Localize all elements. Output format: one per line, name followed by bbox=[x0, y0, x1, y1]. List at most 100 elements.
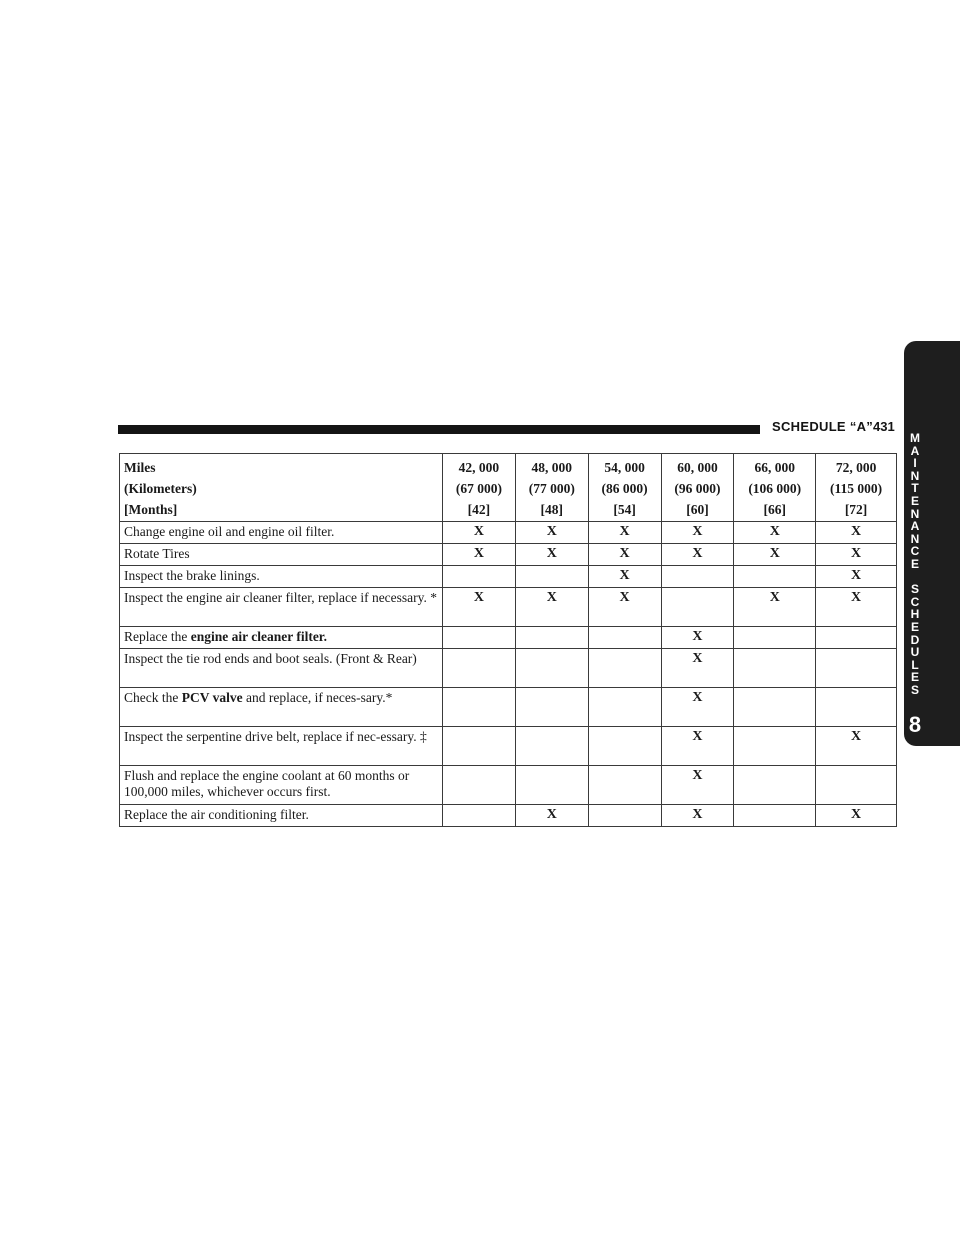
service-description: Rotate Tires bbox=[119, 543, 443, 566]
interval-kilometers: (115 000) bbox=[830, 481, 883, 496]
service-mark: X bbox=[660, 543, 735, 566]
service-description: Inspect the tie rod ends and boot seals.… bbox=[119, 648, 443, 688]
interval-column-header: 72, 000 (115 000) [72] bbox=[815, 453, 897, 522]
page-number: 431 bbox=[873, 419, 895, 434]
service-description: Flush and replace the engine coolant at … bbox=[119, 765, 443, 805]
section-tab-letter: A bbox=[910, 519, 920, 534]
interval-miles: 60, 000 bbox=[677, 460, 718, 475]
service-mark bbox=[587, 648, 662, 688]
service-mark: X bbox=[815, 587, 897, 627]
service-mark bbox=[815, 626, 897, 649]
table-row: Inspect the tie rod ends and boot seals.… bbox=[119, 648, 897, 688]
description-emphasis: PCV valve bbox=[181, 690, 243, 705]
service-mark bbox=[442, 648, 516, 688]
section-tab bbox=[904, 341, 960, 746]
service-mark bbox=[587, 804, 662, 827]
section-tab-letter: N bbox=[910, 468, 920, 483]
description-text: Replace the bbox=[124, 629, 191, 644]
service-mark: X bbox=[514, 521, 589, 544]
service-mark: X bbox=[815, 543, 897, 566]
section-tab-letter: N bbox=[910, 506, 920, 521]
table-header-row: Miles (Kilometers) [Months] 42, 000 (67 … bbox=[119, 453, 897, 522]
section-tab-letter: E bbox=[910, 556, 919, 571]
service-mark bbox=[514, 648, 589, 688]
section-tab-letter: E bbox=[910, 619, 919, 634]
section-tab-letter: I bbox=[913, 456, 917, 471]
interval-miles: 72, 000 bbox=[835, 460, 877, 475]
service-mark bbox=[815, 765, 897, 805]
service-mark bbox=[660, 587, 735, 627]
header-rule bbox=[118, 425, 760, 434]
service-mark: X bbox=[815, 521, 897, 544]
service-mark bbox=[733, 565, 817, 588]
service-mark: X bbox=[660, 804, 735, 827]
service-mark bbox=[587, 726, 662, 766]
service-mark bbox=[733, 765, 817, 805]
section-tab-letter: E bbox=[910, 670, 919, 685]
interval-column-header: 54, 000 (86 000) [54] bbox=[587, 453, 662, 522]
section-tab-letter: C bbox=[910, 544, 920, 559]
section-tab-letter: H bbox=[910, 607, 920, 622]
service-mark: X bbox=[815, 726, 897, 766]
interval-column-header: 48, 000 (77 000) [48] bbox=[514, 453, 589, 522]
table-row: Check the PCV valve and replace, if nece… bbox=[119, 687, 897, 727]
service-mark bbox=[733, 648, 817, 688]
section-tab-letters: M A I N T E N A N C E S C H E D U L E S bbox=[904, 432, 926, 696]
interval-months: [42] bbox=[467, 502, 491, 517]
service-mark bbox=[733, 804, 817, 827]
section-tab-letter: N bbox=[910, 531, 920, 546]
table-row: Inspect the brake linings. X X bbox=[119, 565, 897, 588]
interval-kilometers: (86 000) bbox=[601, 481, 648, 496]
service-mark bbox=[514, 726, 589, 766]
section-tab-letter: M bbox=[910, 431, 920, 445]
interval-column-header: 66, 000 (106 000) [66] bbox=[733, 453, 817, 522]
header-label-kilometers: (Kilometers) bbox=[124, 481, 197, 496]
service-mark: X bbox=[815, 804, 897, 827]
service-mark bbox=[442, 687, 516, 727]
table-row: Replace the engine air cleaner filter. X bbox=[119, 626, 897, 649]
section-tab-letter: S bbox=[910, 582, 919, 597]
service-description: Replace the air conditioning filter. bbox=[119, 804, 443, 827]
interval-column-header: 60, 000 (96 000) [60] bbox=[660, 453, 735, 522]
service-mark bbox=[733, 687, 817, 727]
service-description: Change engine oil and engine oil filter. bbox=[119, 521, 443, 544]
interval-kilometers: (106 000) bbox=[748, 481, 802, 496]
page-section-title: SCHEDULE “A” bbox=[772, 419, 874, 434]
description-text: and replace, if neces-sary.* bbox=[242, 690, 393, 705]
service-description: Inspect the engine air cleaner filter, r… bbox=[119, 587, 443, 627]
interval-miles: 54, 000 bbox=[604, 460, 645, 475]
table-row: Rotate Tires X X X X X X bbox=[119, 543, 897, 566]
table-row: Replace the air conditioning filter. X X… bbox=[119, 804, 897, 827]
service-mark bbox=[733, 626, 817, 649]
section-tab-letter: E bbox=[910, 493, 919, 508]
section-tab-letter: T bbox=[911, 481, 919, 496]
interval-kilometers: (67 000) bbox=[455, 481, 502, 496]
interval-miles: 42, 000 bbox=[458, 460, 500, 475]
service-description: Inspect the serpentine drive belt, repla… bbox=[119, 726, 443, 766]
service-mark bbox=[660, 565, 735, 588]
interval-miles: 48, 000 bbox=[531, 460, 573, 475]
interval-column-header: 42, 000 (67 000) [42] bbox=[442, 453, 516, 522]
section-tab-letter: C bbox=[910, 594, 920, 609]
service-mark: X bbox=[514, 804, 589, 827]
service-mark bbox=[815, 687, 897, 727]
interval-kilometers: (77 000) bbox=[528, 481, 575, 496]
service-mark bbox=[587, 687, 662, 727]
service-mark bbox=[587, 626, 662, 649]
header-label-cell: Miles (Kilometers) [Months] bbox=[119, 453, 443, 522]
interval-miles: 66, 000 bbox=[754, 460, 796, 475]
table-row: Change engine oil and engine oil filter.… bbox=[119, 521, 897, 544]
service-mark: X bbox=[514, 587, 589, 627]
service-mark bbox=[514, 687, 589, 727]
header-label-months: [Months] bbox=[124, 502, 178, 517]
service-mark bbox=[442, 804, 516, 827]
section-tab-letter: S bbox=[910, 682, 919, 697]
service-mark: X bbox=[733, 521, 817, 544]
service-mark bbox=[815, 648, 897, 688]
service-mark: X bbox=[660, 765, 735, 805]
service-mark: X bbox=[442, 543, 516, 566]
header-label-miles: Miles bbox=[124, 460, 156, 475]
description-emphasis: engine air cleaner filter. bbox=[190, 629, 327, 644]
interval-months: [48] bbox=[540, 502, 564, 517]
service-mark: X bbox=[660, 648, 735, 688]
